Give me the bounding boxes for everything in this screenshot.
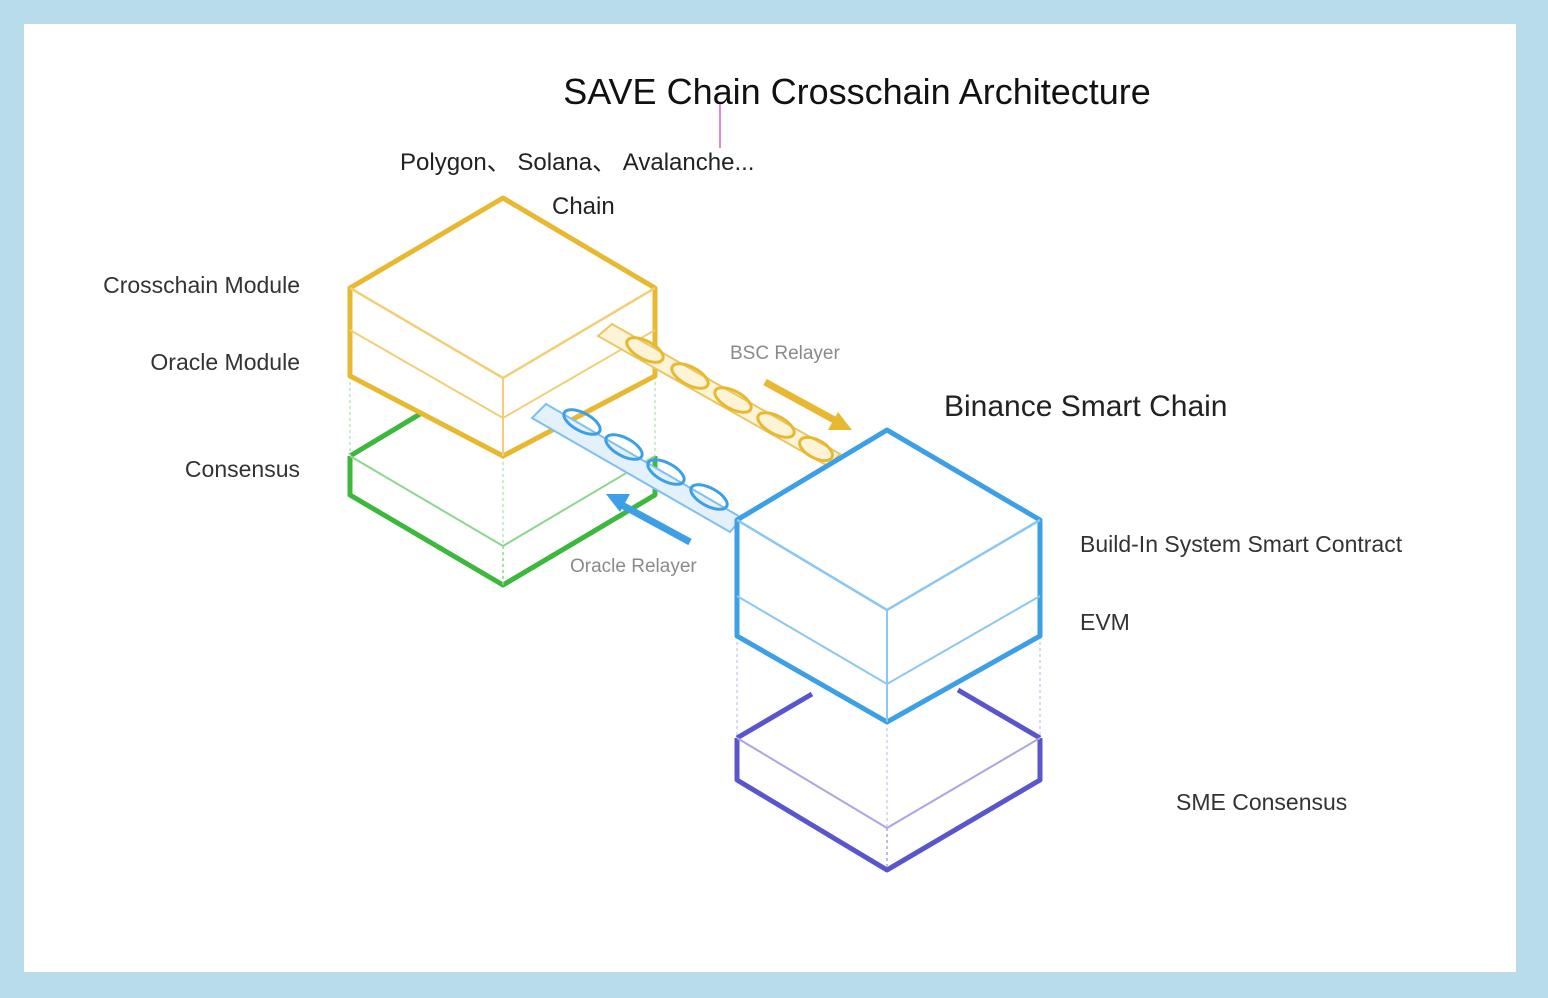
binance-smart-chain-label: Binance Smart Chain — [944, 390, 1227, 423]
bsc-relayer-arrow-icon — [763, 378, 852, 430]
top-chains-label-chain: Chain — [552, 193, 615, 220]
oracle-module-label: Oracle Module — [150, 349, 300, 375]
crosschain-module-label: Crosschain Module — [103, 272, 300, 298]
evm-label: EVM — [1080, 609, 1130, 635]
system-smart-contract-label: Build-In System Smart Contract — [1080, 531, 1403, 557]
diagram-title: SAVE Chain Crosschain Architecture — [563, 71, 1151, 112]
crosschain-oracle-box — [347, 195, 658, 459]
bsc-relayer-label: BSC Relayer — [730, 343, 840, 364]
oracle-relayer-label: Oracle Relayer — [570, 556, 697, 577]
sme-consensus-label: SME Consensus — [1176, 789, 1347, 815]
sme-consensus-box — [734, 636, 1043, 873]
bsc-relayer-beam — [596, 322, 842, 468]
consensus-label: Consensus — [185, 456, 300, 482]
binance-smart-chain-box — [734, 427, 1043, 725]
top-chains-label: Polygon、 Solana、 Avalanche... — [400, 149, 754, 176]
oracle-relayer-arrow-icon — [606, 494, 692, 546]
